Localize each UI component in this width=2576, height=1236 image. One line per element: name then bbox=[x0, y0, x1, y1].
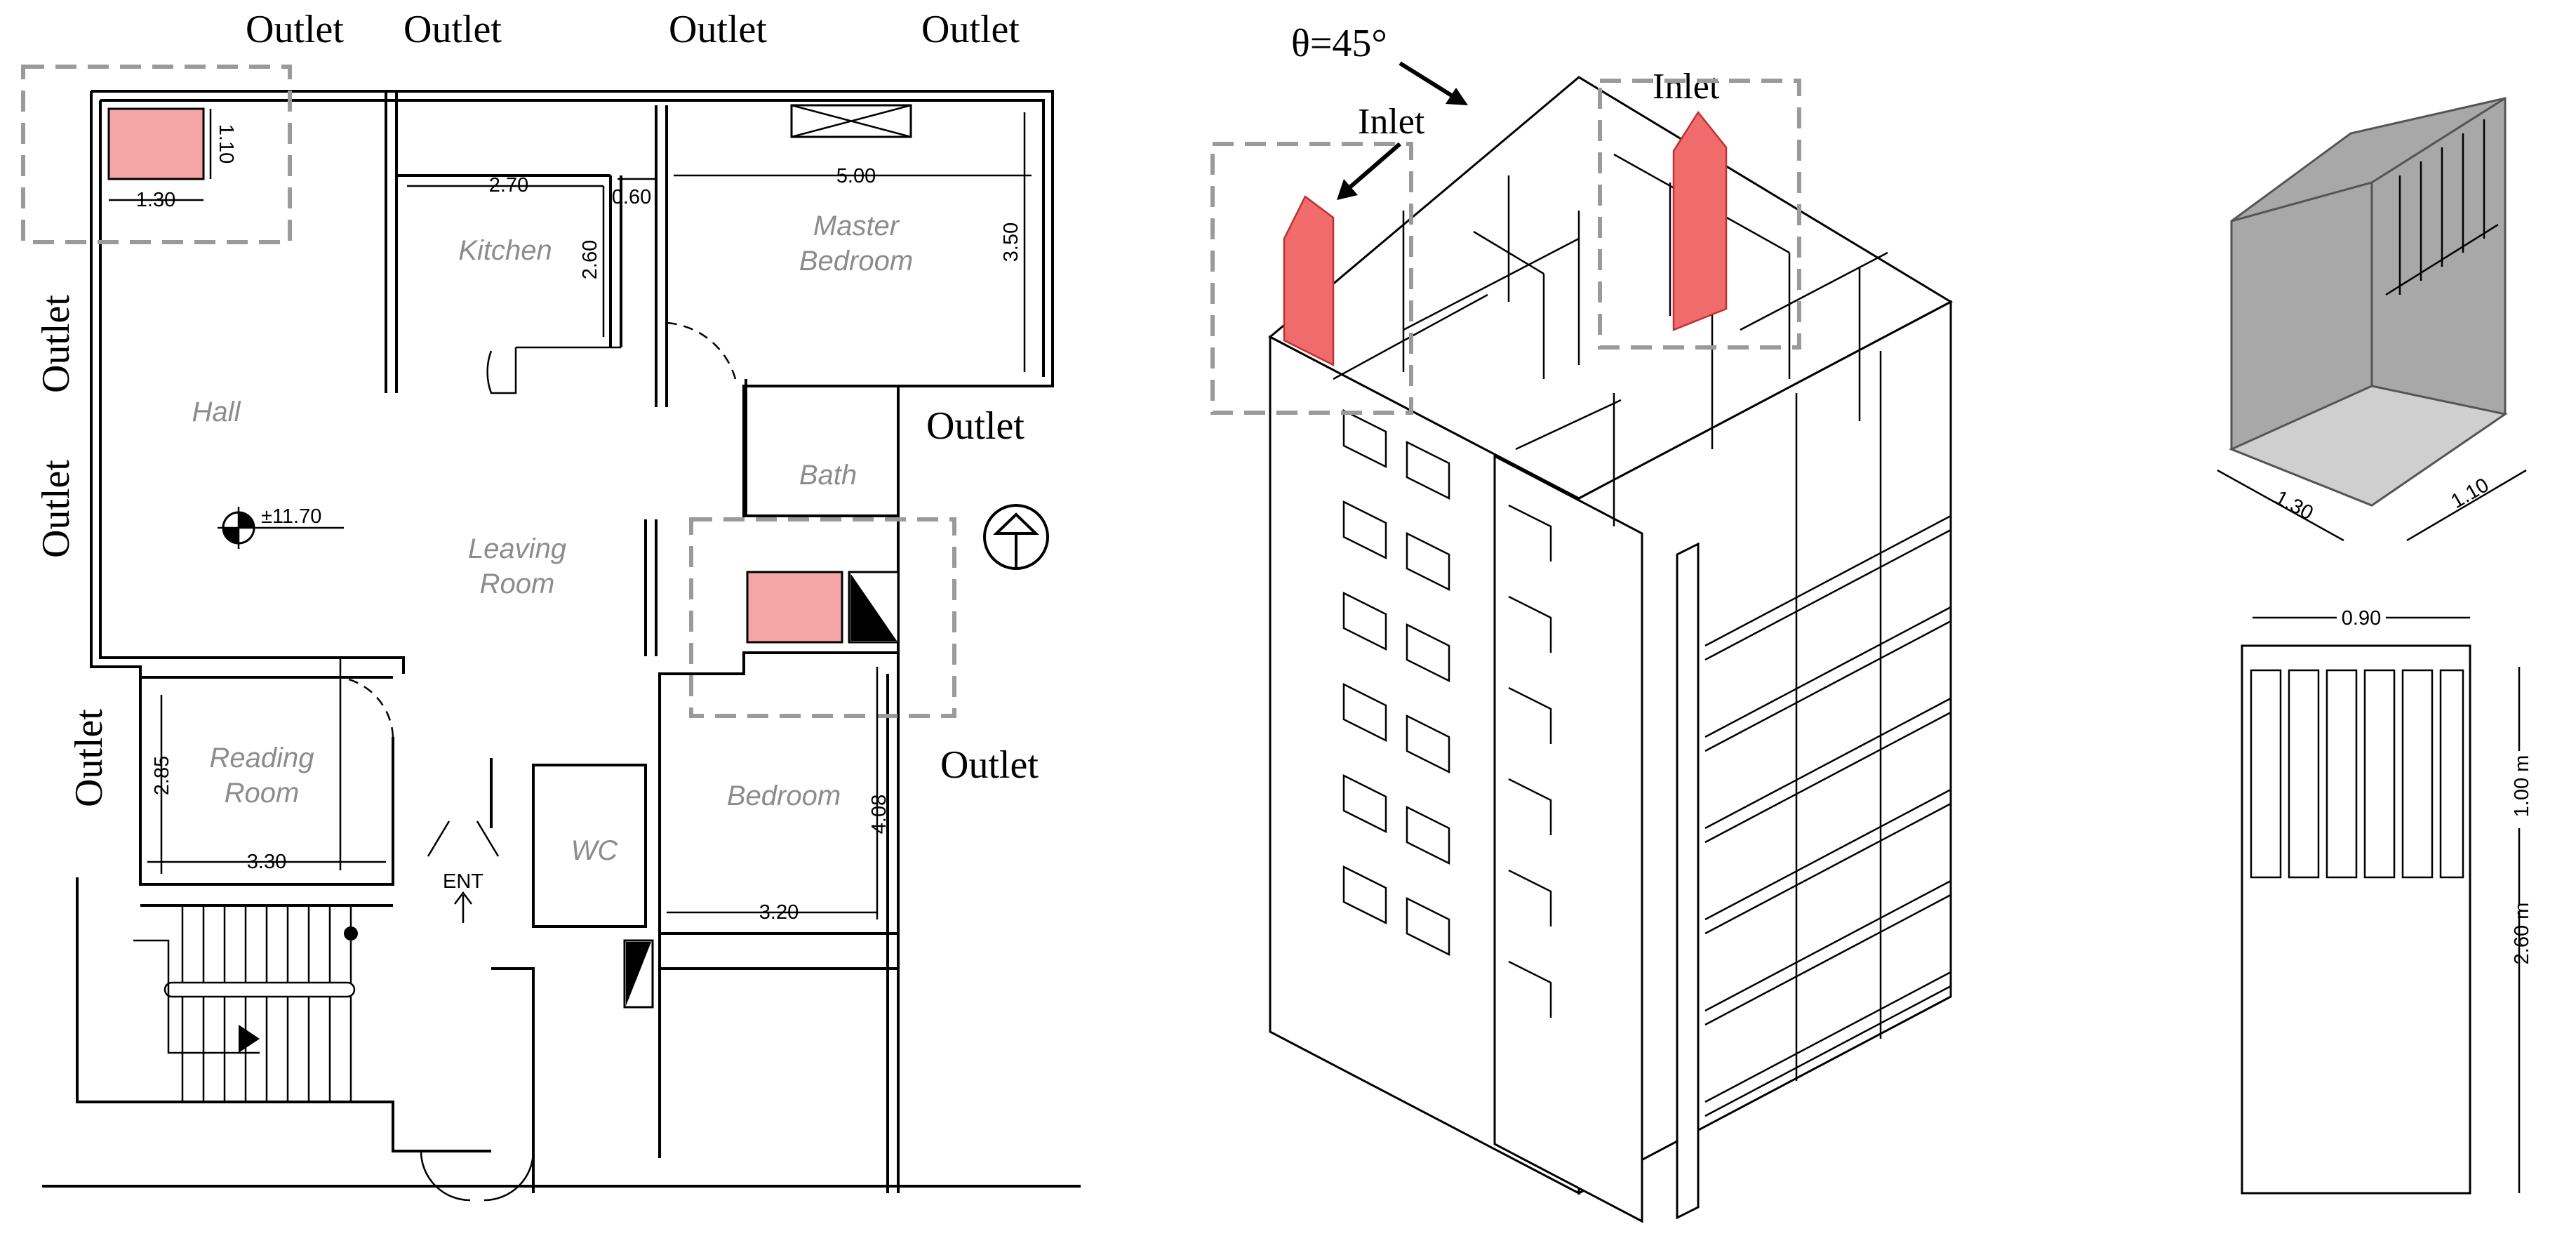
room-label-kitchen: Kitchen bbox=[458, 235, 552, 266]
entry-door-swing bbox=[427, 820, 500, 857]
room-label-hall: Hall bbox=[192, 397, 241, 427]
wind-catcher bbox=[1672, 110, 1728, 331]
isometric-building: θ=45° Inlet Inlet bbox=[1210, 22, 1954, 1223]
catcher-iso-floor bbox=[2229, 385, 2508, 507]
dim-label: 5.00 bbox=[836, 165, 876, 187]
room-label-master: Bedroom bbox=[799, 246, 913, 277]
bath-wall bbox=[745, 379, 900, 516]
outlet-label: Outlet bbox=[403, 8, 502, 51]
kitchen-counter bbox=[486, 346, 621, 394]
stair-arrow bbox=[239, 1025, 260, 1053]
dimension-lines bbox=[109, 109, 1032, 919]
outlet-label: Outlet bbox=[926, 404, 1025, 448]
elev-dim-label: 2.60 m bbox=[2511, 903, 2533, 965]
entrance-label: ENT bbox=[443, 870, 483, 893]
capture-box bbox=[1598, 79, 1801, 350]
dim-label: 1.10 bbox=[215, 124, 237, 164]
wind-direction-arrow-head bbox=[1446, 88, 1468, 105]
outer-wall-inner bbox=[100, 99, 1045, 377]
level-label: ±11.70 bbox=[261, 505, 321, 528]
entrance-arrow-icon bbox=[454, 891, 472, 923]
shaft bbox=[107, 107, 205, 180]
iso-dim-label: 1.10 bbox=[2448, 474, 2493, 513]
dim-label: 2.85 bbox=[151, 756, 173, 795]
room-label-master: Master bbox=[813, 211, 900, 241]
inlet-arrow-head bbox=[1337, 179, 1358, 200]
capture-box bbox=[1210, 142, 1413, 415]
window-ac-cross bbox=[791, 104, 912, 138]
dim-label: 1.30 bbox=[136, 189, 175, 211]
outer-wall-inner bbox=[99, 100, 405, 674]
dim-label: 2.60 bbox=[579, 240, 601, 279]
room-label-leaving: Leaving bbox=[468, 533, 566, 564]
outlet-label: Outlet bbox=[669, 8, 767, 51]
entry-door bbox=[420, 1150, 535, 1202]
room-label-wc: WC bbox=[571, 835, 619, 866]
wind-angle-label: θ=45° bbox=[1291, 22, 1387, 65]
shaft bbox=[746, 571, 843, 644]
elev-dim-label: 1.00 m bbox=[2511, 755, 2533, 818]
outlet-label: Outlet bbox=[921, 8, 1020, 51]
inlet-label: Inlet bbox=[1653, 67, 1720, 107]
door-swing bbox=[340, 676, 394, 738]
catcher-iso-edge bbox=[2231, 97, 2506, 222]
wind-catcher bbox=[1283, 195, 1335, 367]
dim-label: 0.60 bbox=[612, 186, 651, 208]
stair-marker bbox=[344, 926, 358, 941]
outlet-label: Outlet bbox=[34, 295, 78, 393]
outlet-label: Outlet bbox=[940, 743, 1039, 787]
room-label-bath: Bath bbox=[799, 460, 857, 491]
room-label-leaving: Room bbox=[480, 569, 555, 599]
level-marker bbox=[218, 507, 344, 549]
inlet-label: Inlet bbox=[1358, 102, 1425, 142]
iso-dim-label: 1.30 bbox=[2271, 486, 2317, 525]
elevation-louvres bbox=[2250, 669, 2464, 879]
floor-slabs bbox=[1704, 351, 1951, 1117]
iso-dimension-lines bbox=[2217, 469, 2527, 542]
outlet-label: Outlet bbox=[34, 460, 78, 558]
catcher-iso-louvres bbox=[2385, 119, 2499, 296]
north-arrow-icon bbox=[983, 504, 1049, 570]
capture-box bbox=[21, 65, 292, 244]
outer-wall bbox=[90, 91, 394, 886]
room-label-reading: Reading bbox=[209, 743, 314, 773]
stair-wall bbox=[76, 877, 491, 1152]
stair-treads bbox=[181, 905, 352, 1102]
capture-box bbox=[689, 517, 956, 718]
duct-shade bbox=[850, 573, 897, 641]
wind-direction-arrow-icon bbox=[1399, 61, 1457, 100]
outlet-label: Outlet bbox=[67, 709, 111, 807]
inlet-arrow-icon bbox=[1346, 142, 1401, 192]
bedroom-wall bbox=[660, 932, 900, 970]
building-roof bbox=[1268, 76, 1954, 500]
building-column bbox=[1676, 542, 1700, 1220]
dim-label: 4.08 bbox=[868, 795, 890, 834]
master-bedroom-wall bbox=[655, 105, 668, 407]
window-grid bbox=[1342, 408, 1450, 957]
stair-handrail bbox=[163, 981, 356, 998]
building-core bbox=[1493, 454, 1643, 1223]
dim-label: 3.30 bbox=[247, 851, 286, 873]
floor-plan: Outlet Outlet Outlet Outlet Outlet Outle… bbox=[21, 8, 1081, 1202]
wc-wall bbox=[532, 764, 647, 928]
dim-label: 2.70 bbox=[489, 174, 528, 197]
room-label-reading: Room bbox=[225, 778, 300, 809]
dim-label: 3.20 bbox=[759, 901, 799, 924]
balcony-lines bbox=[1508, 504, 1552, 1018]
catcher-detail: 1.30 1.10 0.90 1.00 m 2.60 m bbox=[2217, 97, 2533, 1195]
kitchen-wall bbox=[385, 91, 398, 393]
elev-dim-label: 0.90 bbox=[2342, 607, 2381, 630]
kitchen-wall bbox=[396, 174, 622, 347]
door-swing bbox=[666, 321, 737, 380]
dim-label: 3.50 bbox=[1000, 222, 1022, 262]
duct-shade bbox=[626, 942, 651, 1006]
outlet-label: Outlet bbox=[246, 8, 344, 51]
bedroom-wall bbox=[886, 653, 900, 1193]
leaving-room-wall bbox=[644, 519, 658, 656]
room-label-bedroom: Bedroom bbox=[727, 780, 841, 811]
corridor-wall bbox=[490, 758, 535, 1193]
